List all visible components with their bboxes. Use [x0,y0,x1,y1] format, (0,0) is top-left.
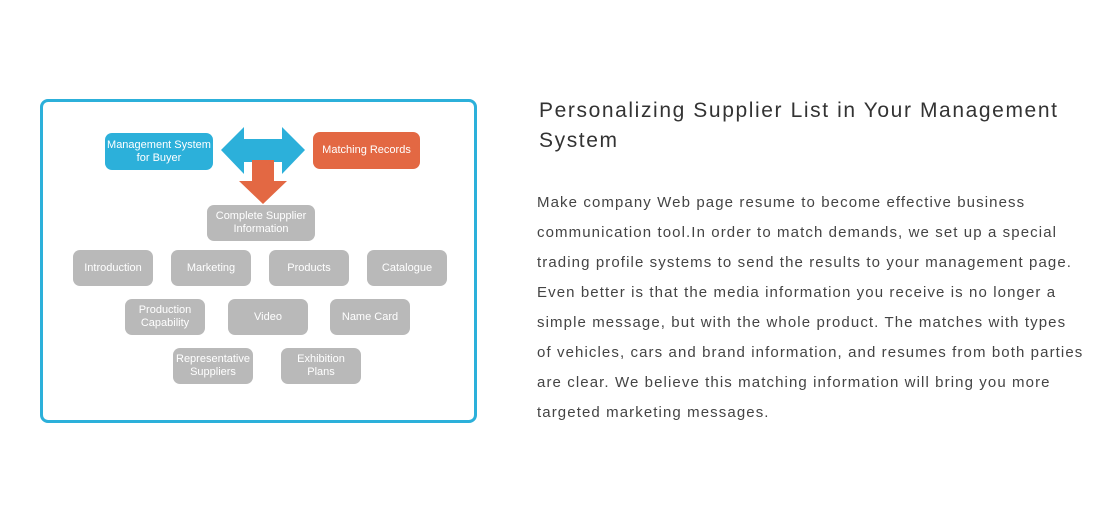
article-body-line: targeted marketing messages. [537,404,770,421]
video-node: Video [228,299,308,335]
article-body-line: Make company Web page resume to become e… [537,194,1026,211]
article-body-line: Even better is that the media informatio… [537,284,1057,301]
matching-records-node: Matching Records [313,132,420,169]
exhibition-plans-node: Exhibition Plans [281,348,361,384]
complete-supplier-node: Complete Supplier Information [207,205,315,241]
introduction-node: Introduction [73,250,153,286]
products-node: Products [269,250,349,286]
down-arrow-icon [239,160,287,204]
double-headed-arrow-icon [221,127,305,174]
marketing-node: Marketing [171,250,251,286]
article-body-line: communication tool.In order to match dem… [537,224,1058,241]
diagram-frame: Management System for Buyer Matching Rec… [40,99,477,423]
article-body-line: are clear. We believe this matching info… [537,374,1051,391]
article-body-line: simple message, but with the whole produ… [537,314,1067,331]
article-title-line: Personalizing Supplier List in Your Mana… [539,99,1059,122]
article-content: Personalizing Supplier List in Your Mana… [537,96,1100,428]
representative-suppliers-node: Representative Suppliers [173,348,253,384]
management-system-node: Management System for Buyer [105,133,213,170]
article-body: Make company Web page resume to become e… [537,188,1100,428]
article-title-line: System [539,129,619,152]
production-capability-node: Production Capability [125,299,205,335]
catalogue-node: Catalogue [367,250,447,286]
diagram-arrows [221,127,305,204]
article-body-line: trading profile systems to send the resu… [537,254,1073,271]
name-card-node: Name Card [330,299,410,335]
article-title: Personalizing Supplier List in Your Mana… [537,96,1100,156]
article-body-line: of vehicles, cars and brand information,… [537,344,1084,361]
